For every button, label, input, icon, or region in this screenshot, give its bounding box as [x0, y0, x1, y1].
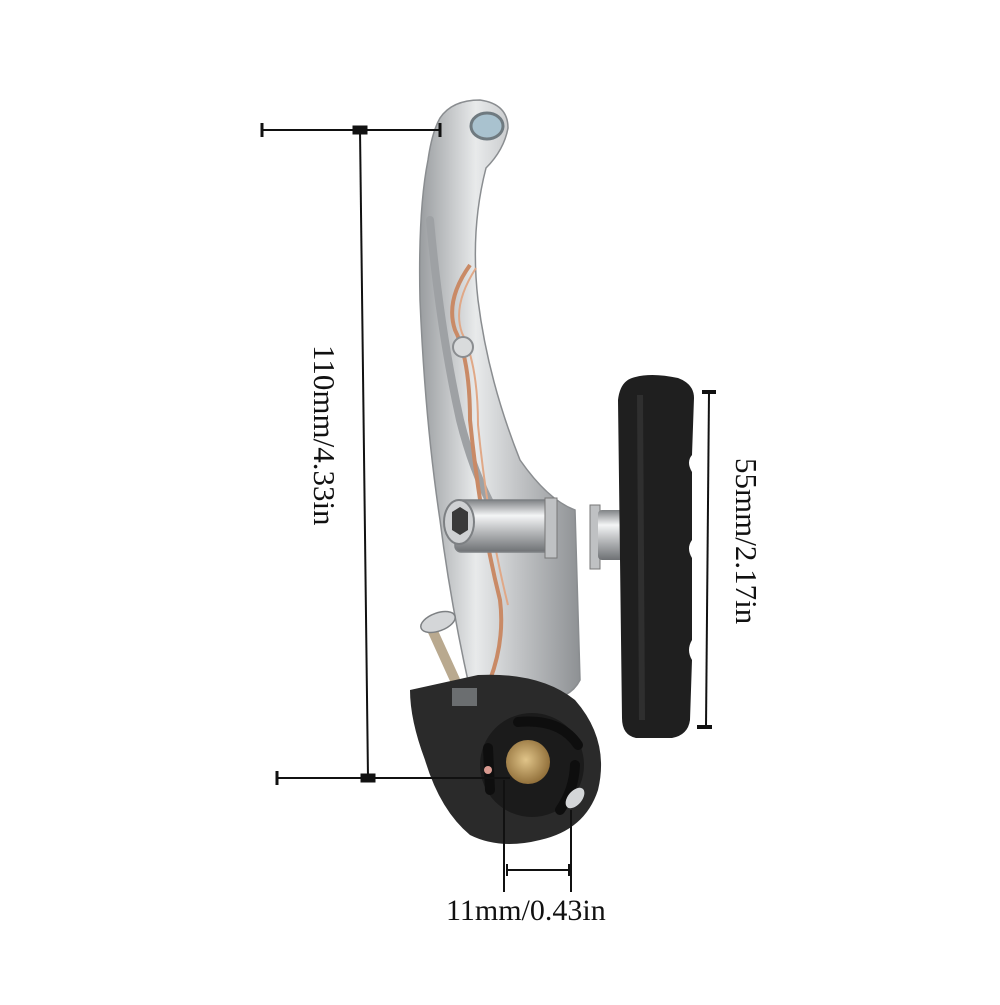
brake-pad — [618, 375, 694, 738]
dimension-hole-spacing — [503, 780, 572, 892]
adjustment-screw — [420, 610, 460, 685]
pad-length-label: 55mm/2.17in — [729, 458, 764, 625]
cable-guide — [410, 674, 602, 844]
dimension-overall-height — [260, 123, 510, 785]
dimension-pad-length — [697, 390, 716, 729]
overall-height-label: 110mm/4.33in — [307, 345, 342, 526]
brake-arm-body — [418, 99, 581, 701]
hole-spacing-label: 11mm/0.43in — [446, 894, 606, 927]
